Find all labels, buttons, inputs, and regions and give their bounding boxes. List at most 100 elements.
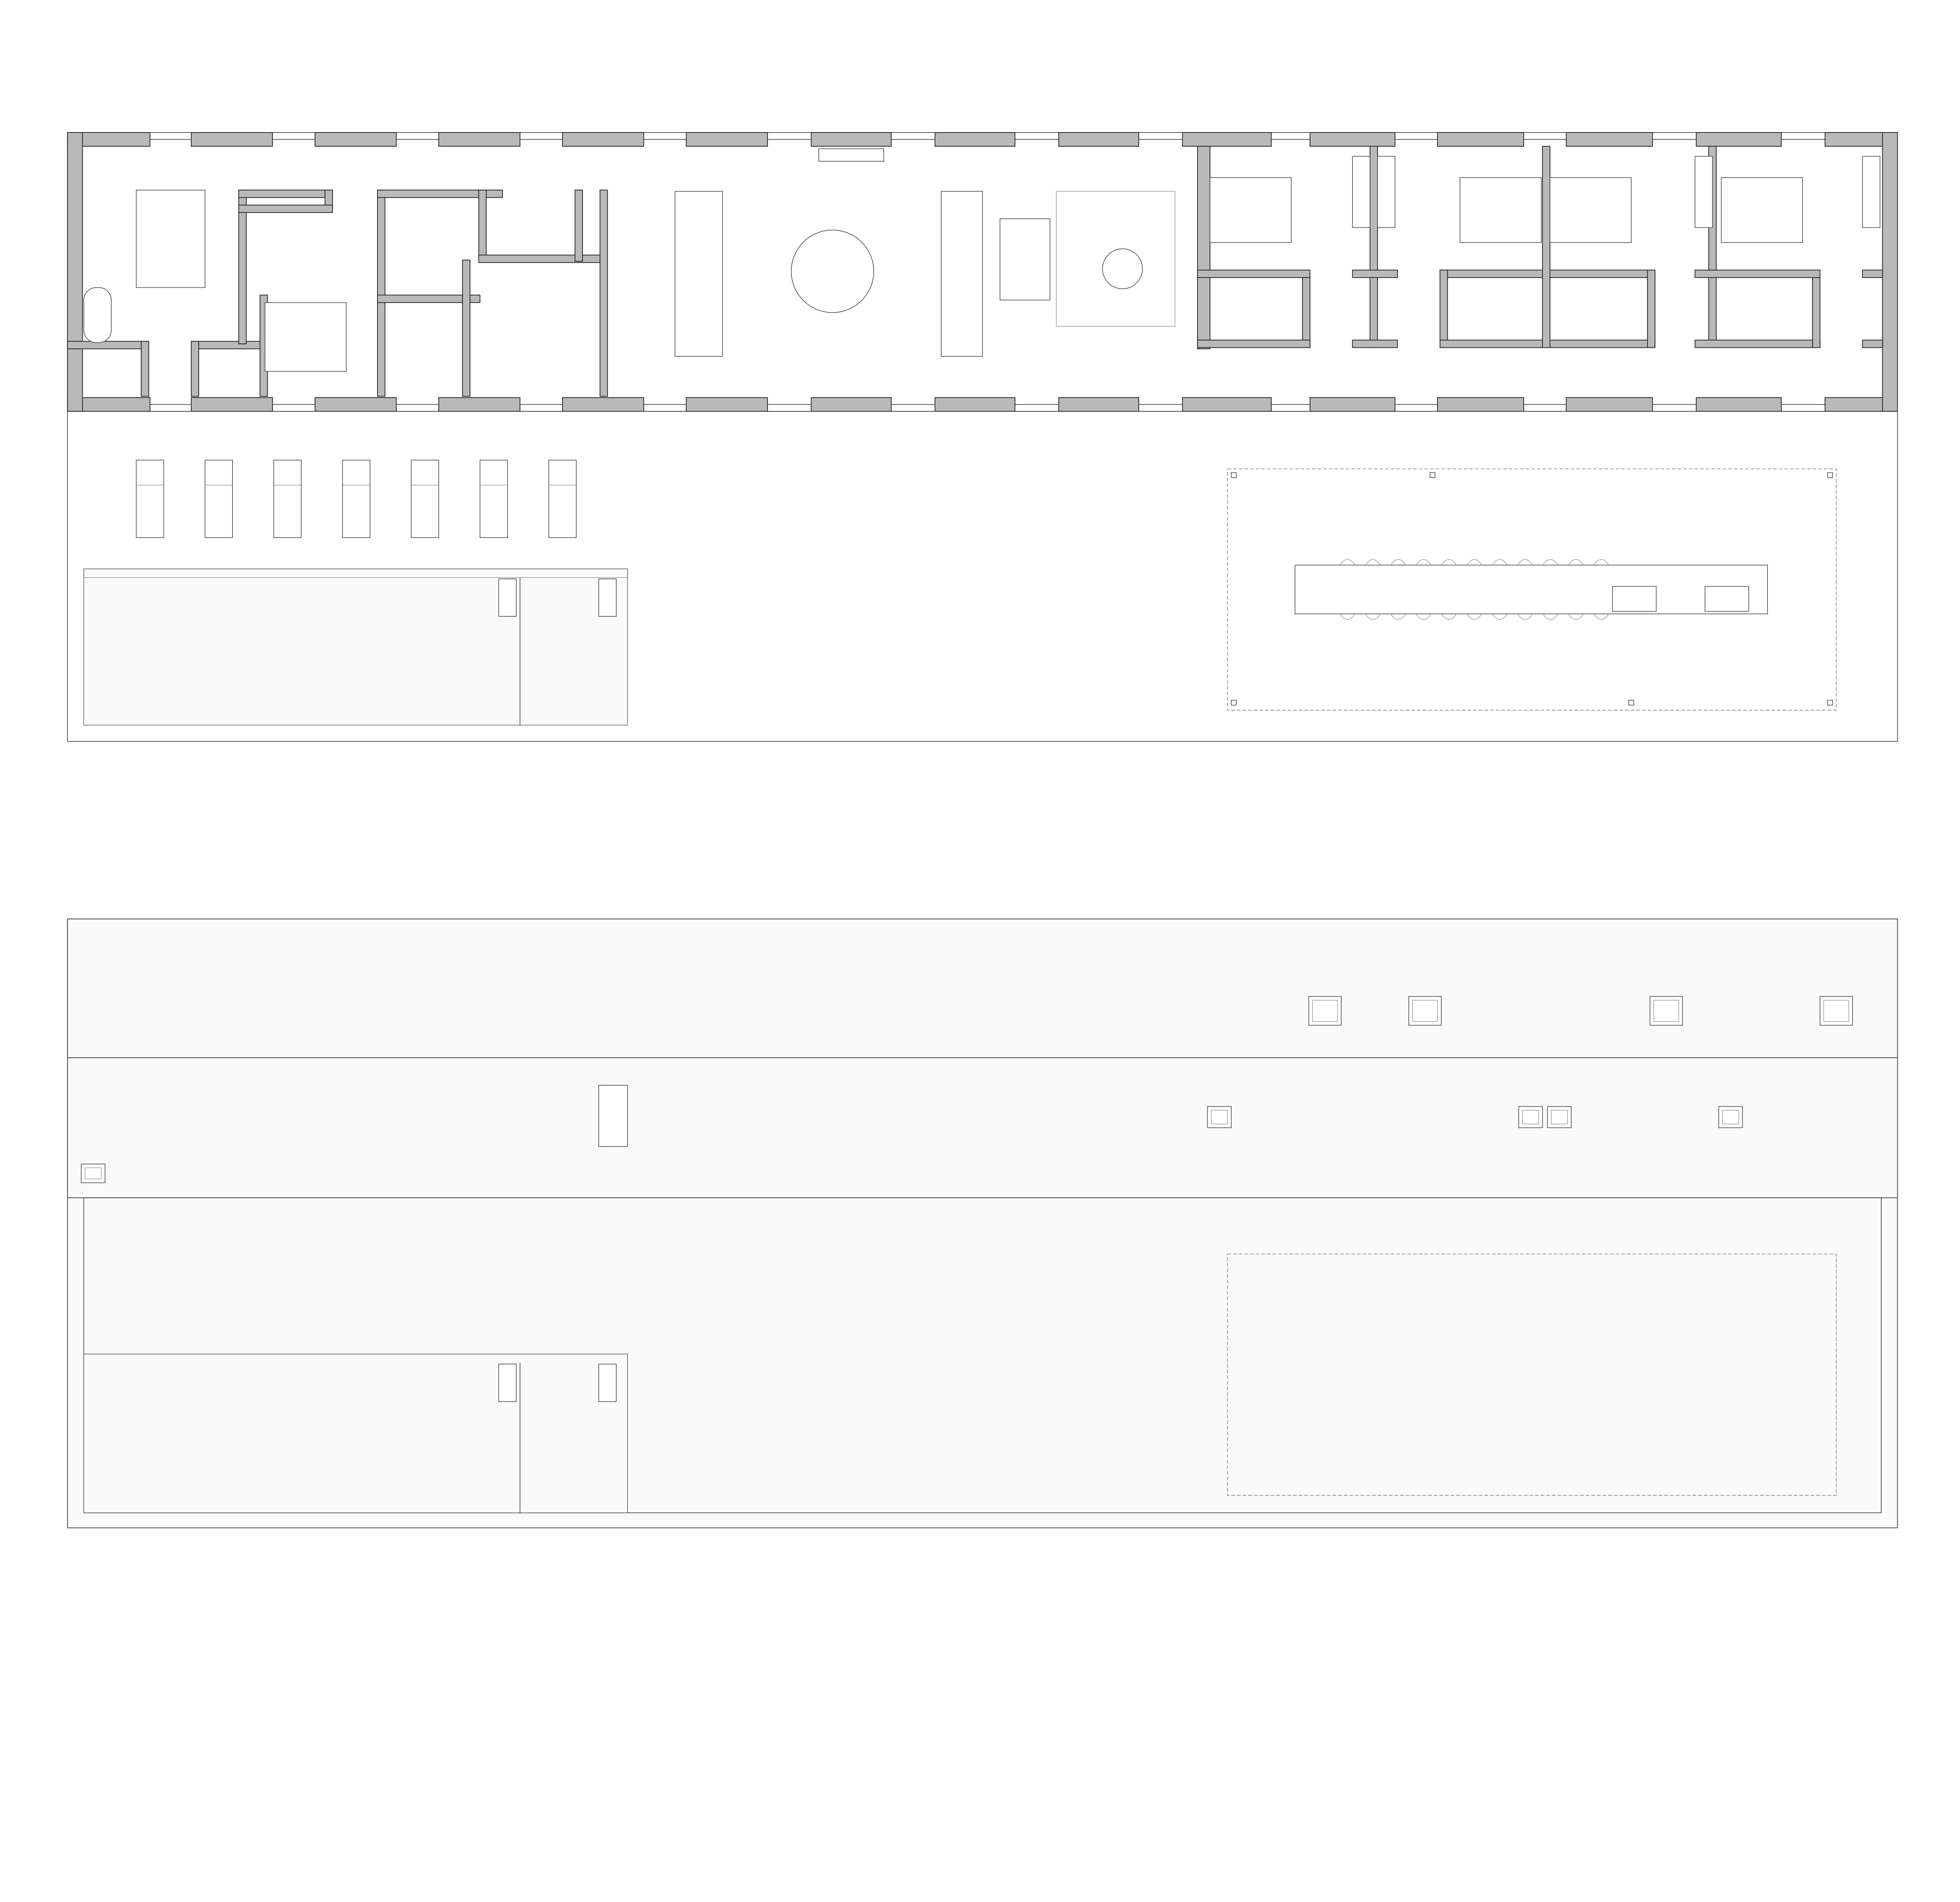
skylight [1820,996,1853,1026]
post [1430,472,1436,478]
wall-segment [1437,397,1524,412]
chair [1390,614,1406,620]
dining-table [1294,565,1768,614]
wall-segment [191,397,273,412]
chair [1517,559,1533,565]
wall-segment [1437,132,1524,147]
skylight-glass [85,1167,102,1179]
wall-segment [314,132,397,147]
chair [1466,559,1482,565]
wall-segment [1309,397,1396,412]
wall-segment [1182,397,1272,412]
chair [1339,559,1356,565]
desk [1352,156,1370,228]
wall-segment [1566,132,1653,147]
exterior-walls [67,132,1898,412]
pool [83,569,628,726]
wall-segment [438,397,521,412]
roof-slope-north [67,918,1898,1058]
wall-segment [811,132,892,147]
chair [1416,614,1432,620]
bed [1209,177,1292,243]
post [1827,472,1833,478]
pool-roofview [83,1353,628,1513]
fireplace [818,148,884,162]
wall-segment [1182,132,1272,147]
sun-lounger [342,460,370,538]
bed [1459,177,1542,243]
pavilion-posts [1231,472,1833,706]
chair [1365,614,1381,620]
desk [1862,156,1880,228]
desk [1695,156,1713,228]
bed [1550,177,1632,243]
sun-lounger [411,460,439,538]
chair [1365,559,1381,565]
wall-segment [438,132,521,147]
post [1827,699,1833,706]
chair [1492,559,1508,565]
skylight [1650,996,1683,1026]
post [1231,472,1237,478]
chair [1390,559,1406,565]
floor-plan [67,132,1898,742]
sun-lounger [273,460,302,538]
chair [1593,614,1609,620]
wall-segment [935,397,1016,412]
chair [1339,614,1356,620]
bathtub [83,287,112,343]
skylight-glass [1823,1000,1849,1022]
post [1231,699,1237,706]
pool-ladder [598,578,617,617]
furniture [83,148,1880,372]
chair [1593,559,1609,565]
skylight-glass [1312,1000,1338,1022]
pool-ladder [598,1364,617,1402]
wall-segment [811,397,892,412]
skylight-glass [1653,1000,1679,1022]
wall-segment [1696,397,1782,412]
chair [1492,614,1508,620]
bed [265,302,347,372]
wall-segment [686,397,768,412]
roof-plan [67,918,1898,1528]
skylight-glass [1551,1110,1568,1124]
rug [1056,191,1176,327]
skylights [81,996,1853,1183]
wall-segment [935,132,1016,147]
wall-segment [1309,132,1396,147]
interior-walls [67,146,1883,397]
desk [1377,156,1396,228]
wall-segment [1058,397,1139,412]
chair [1441,614,1457,620]
sun-lounger [136,460,164,538]
wall-segment [562,132,644,147]
coffee-table [1102,248,1143,289]
chair [1568,614,1584,620]
wall-segment [1882,132,1898,412]
sideboard [941,191,983,357]
wall-segment [686,132,768,147]
bed [1721,177,1803,243]
dining-table-round [791,229,874,313]
sun-lounger [205,460,233,538]
wall-segment [1566,397,1653,412]
skylight [1408,996,1442,1026]
sun-lounger [479,460,508,538]
chair [1416,559,1432,565]
dining-chairs [1339,559,1609,620]
drawing-sheet [67,132,1898,1528]
chair [1441,559,1457,565]
chair [1466,614,1482,620]
skylight-glass [1211,1110,1228,1124]
wall-segment [562,397,644,412]
wall-segment [314,397,397,412]
grill [1704,586,1749,612]
sun-lounger [548,460,577,538]
chimney [598,1085,628,1147]
chair [1517,614,1533,620]
outdoor-sink [1612,586,1657,612]
chair [1543,559,1558,565]
wall-segment [191,132,273,147]
post [1628,699,1634,706]
